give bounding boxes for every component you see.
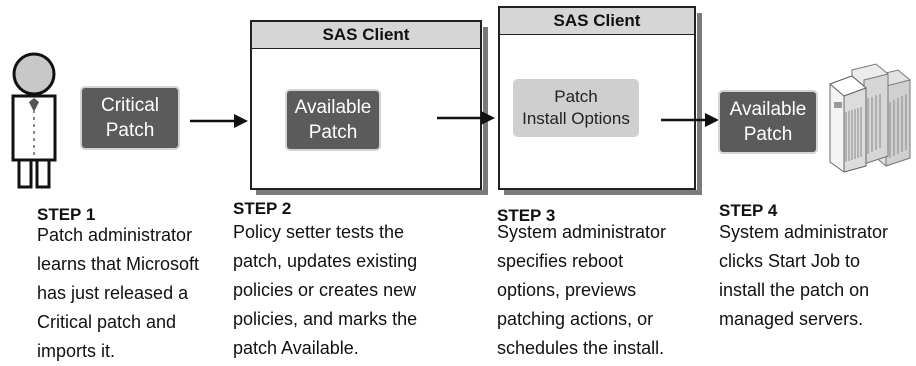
step-3-title: STEP 3 bbox=[497, 206, 556, 225]
sas-client-panel-step2: SAS Client bbox=[250, 20, 482, 190]
step-2-title: STEP 2 bbox=[233, 199, 292, 218]
patch-install-options-box: Patch Install Options bbox=[513, 79, 639, 137]
arrow-right-icon bbox=[190, 114, 248, 128]
sas-client-header: SAS Client bbox=[252, 22, 480, 49]
arrow-right-icon bbox=[437, 111, 495, 125]
available-patch-box-step4: Available Patch bbox=[718, 90, 818, 154]
server-rack-icon bbox=[829, 63, 911, 173]
step-2-description: Policy setter tests the patch, updates e… bbox=[233, 222, 418, 358]
step-1-title: STEP 1 bbox=[37, 205, 96, 224]
step-1-description: Patch administrator learns that Microsof… bbox=[37, 225, 200, 361]
available-patch-box-step2: Available Patch bbox=[285, 89, 381, 151]
arrow-right-icon bbox=[661, 113, 719, 127]
person-icon bbox=[11, 52, 57, 189]
step-4-description: System administrator clicks Start Job to… bbox=[719, 222, 889, 329]
step-3-description: System administrator specifies reboot op… bbox=[497, 222, 667, 358]
step-4-title: STEP 4 bbox=[719, 201, 778, 220]
critical-patch-box: Critical Patch bbox=[80, 86, 180, 150]
sas-client-header: SAS Client bbox=[500, 8, 694, 35]
